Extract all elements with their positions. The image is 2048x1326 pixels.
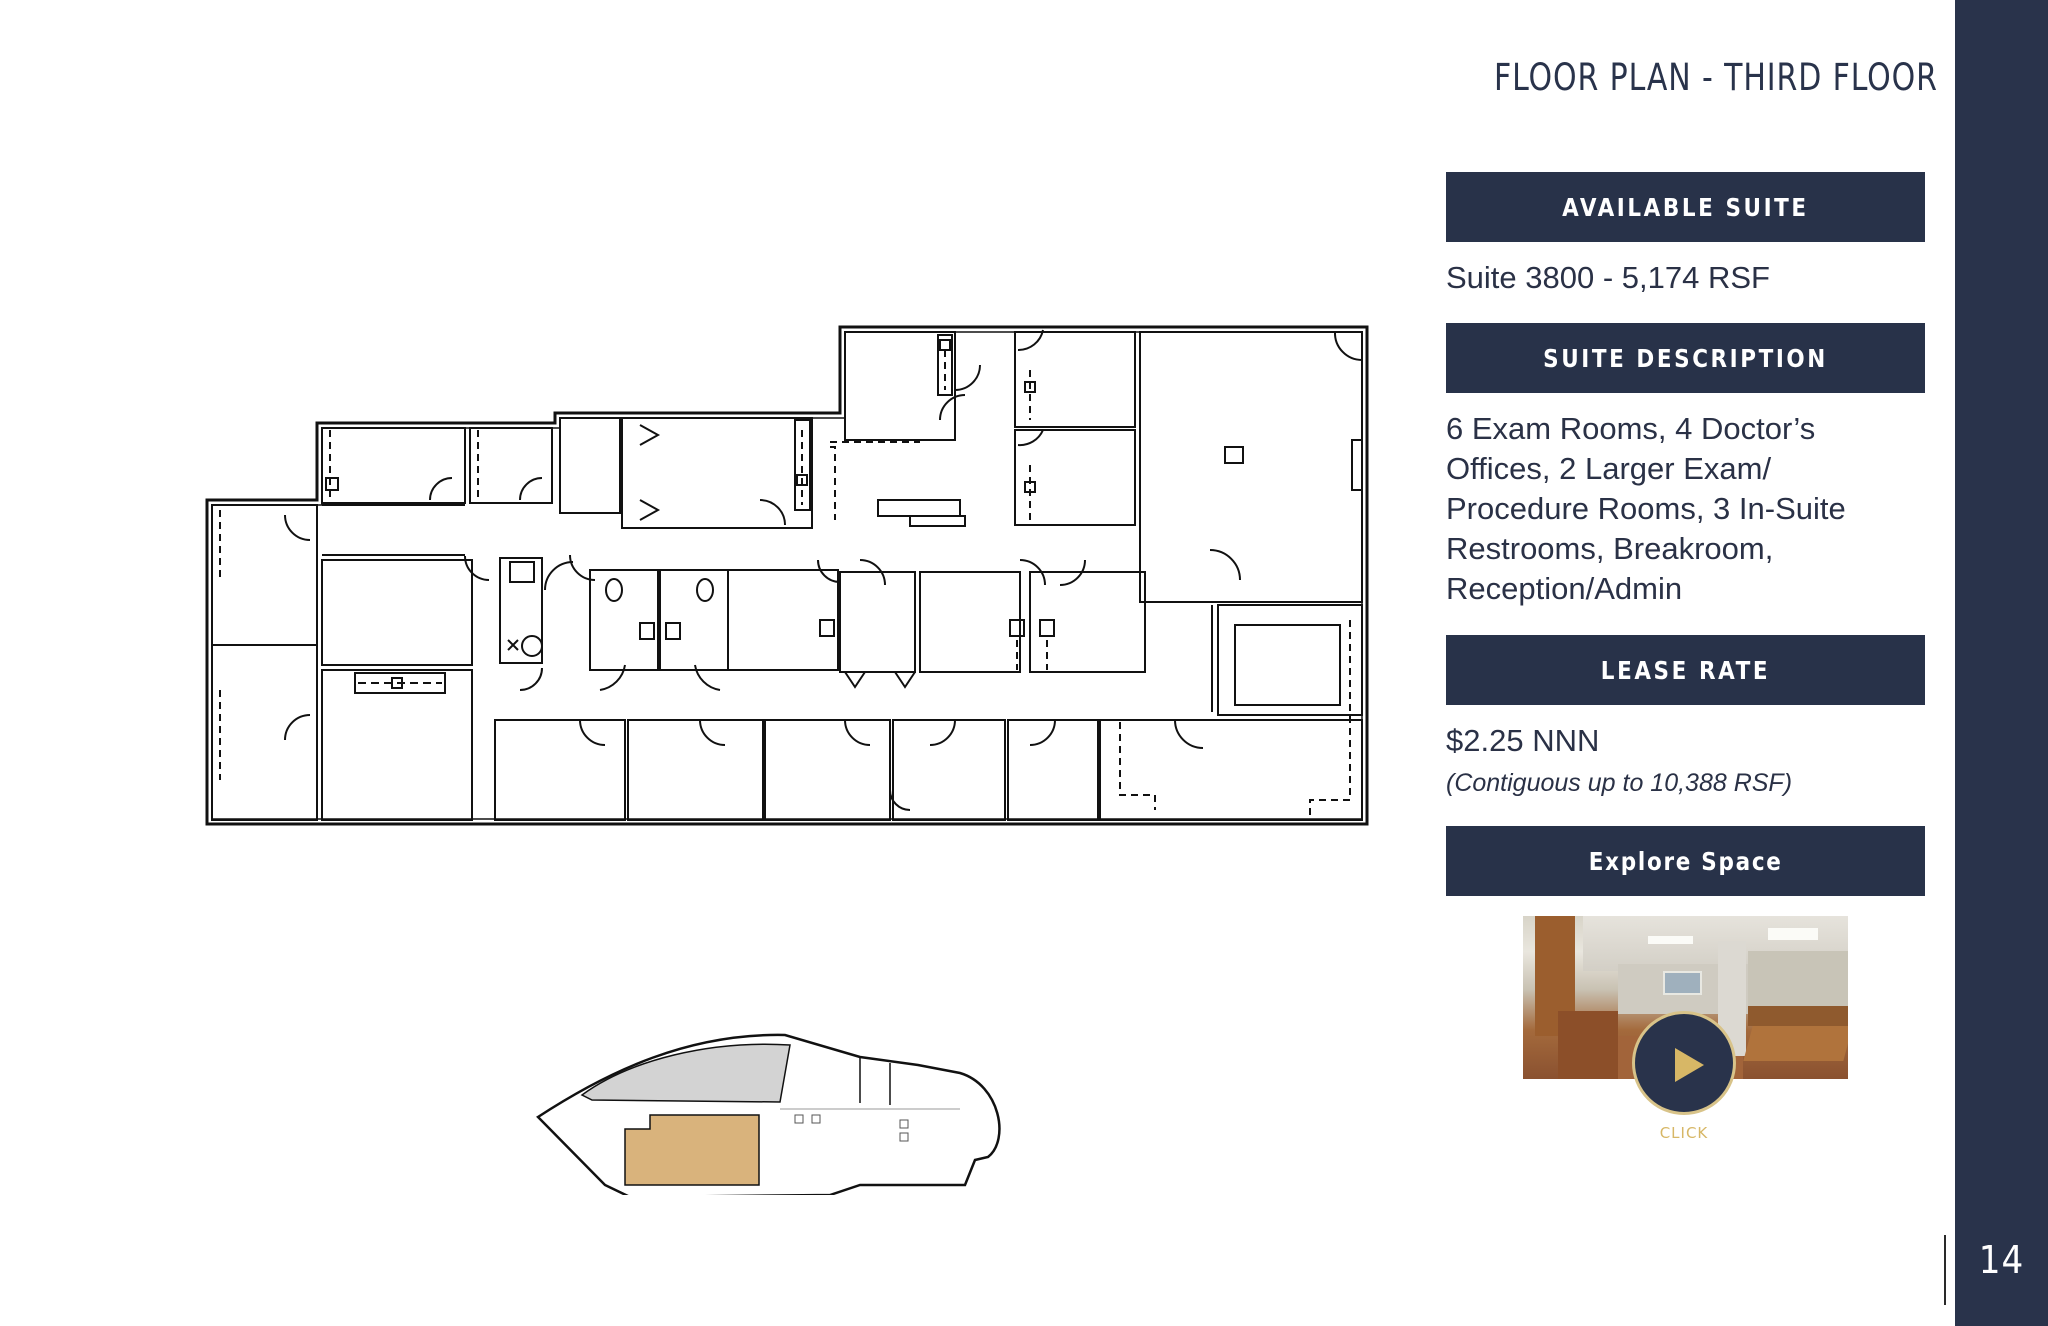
suite-description-line: Reception/Admin <box>1446 571 1683 606</box>
available-suite-heading: AVAILABLE SUITE <box>1562 192 1809 222</box>
tour-light <box>1648 936 1693 944</box>
suite-description-banner: SUITE DESCRIPTION <box>1446 323 1925 393</box>
suite-description-line: Restrooms, Breakroom, <box>1446 531 1774 566</box>
lease-rate-banner: LEASE RATE <box>1446 635 1925 705</box>
suite-description-line: Procedure Rooms, 3 In-Suite <box>1446 491 1846 526</box>
tour-window <box>1663 971 1702 995</box>
key-plan-drawing <box>536 1033 1001 1195</box>
other-tenant-area <box>580 1043 791 1103</box>
right-sidebar <box>1955 0 2048 1326</box>
tour-reception-counter <box>1558 1011 1618 1079</box>
lease-rate-value: $2.25 NNN <box>1446 723 1600 758</box>
suite-description-line: Offices, 2 Larger Exam/ <box>1446 451 1772 486</box>
suite-description-text: 6 Exam Rooms, 4 Doctor’s Offices, 2 Larg… <box>1446 409 1926 609</box>
play-icon <box>1675 1048 1704 1082</box>
explore-space-button[interactable]: Explore Space <box>1446 826 1925 896</box>
explore-space-label: Explore Space <box>1588 846 1783 876</box>
suite-description-heading: SUITE DESCRIPTION <box>1543 343 1828 373</box>
page-number: 14 <box>1978 1238 2025 1282</box>
available-suite-value: Suite 3800 - 5,174 RSF <box>1446 260 1770 295</box>
lease-rate-note: (Contiguous up to 10,388 RSF) <box>1446 769 1793 797</box>
lease-rate-heading: LEASE RATE <box>1600 655 1771 685</box>
tour-light <box>1768 928 1818 940</box>
floor-plan-drawing <box>205 325 1369 826</box>
tour-wainscot <box>1748 1006 1848 1026</box>
play-button[interactable] <box>1632 1011 1736 1115</box>
page-title: FLOOR PLAN - THIRD FLOOR <box>1494 56 1938 99</box>
suite-description-line: 6 Exam Rooms, 4 Doctor’s <box>1446 411 1816 446</box>
highlighted-suite-area <box>624 1114 760 1186</box>
page-number-divider <box>1944 1235 1946 1305</box>
available-suite-banner: AVAILABLE SUITE <box>1446 172 1925 242</box>
click-label[interactable]: CLICK <box>1659 1124 1709 1142</box>
tour-conference-table <box>1743 1026 1848 1061</box>
